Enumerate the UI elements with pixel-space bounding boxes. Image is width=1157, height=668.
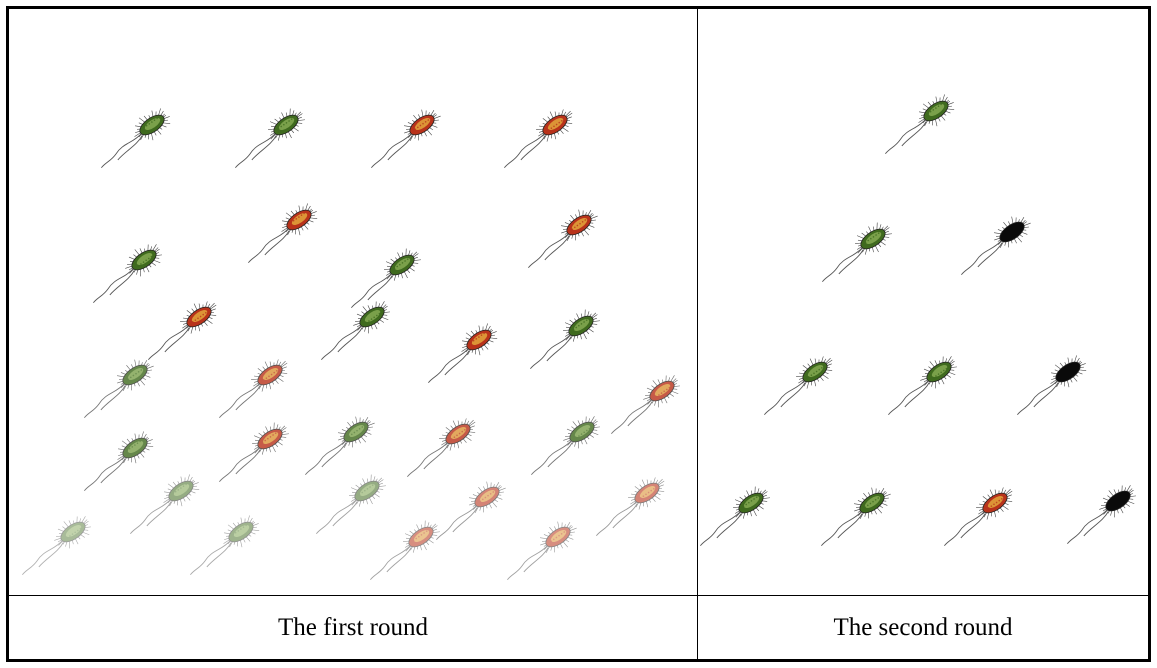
bacterium-green <box>310 295 395 366</box>
bacterium-red <box>396 411 483 483</box>
bacterium-green <box>11 510 96 581</box>
bacterium-green <box>812 217 898 288</box>
bacterium-green <box>73 353 159 425</box>
second-round-panel <box>698 9 1148 595</box>
bacterium-red <box>600 369 685 440</box>
bacterium-red <box>517 203 603 275</box>
bacterium-green <box>82 238 167 309</box>
bacterium-red <box>209 417 295 488</box>
caption-first-round: The first round <box>9 596 697 659</box>
bacterium-green <box>73 426 158 497</box>
caption-second-round: The second round <box>698 596 1148 659</box>
bacterium-green <box>698 481 775 552</box>
first-round-bacteria <box>9 9 697 595</box>
first-round-panel <box>9 9 697 595</box>
bacterium-green <box>225 103 311 174</box>
bacterium-red <box>208 352 295 424</box>
bacterium-green <box>874 89 959 160</box>
bacterium-red <box>496 515 582 587</box>
bacterium-green <box>810 481 896 553</box>
bacterium-red <box>425 475 511 547</box>
bacterium-red <box>137 294 224 366</box>
bacterium-green <box>119 469 204 540</box>
second-round-bacteria <box>698 9 1148 595</box>
bacterium-red <box>493 102 580 174</box>
bacterium-green <box>520 410 605 481</box>
bacterium-green <box>179 510 264 581</box>
bacterium-red <box>585 470 672 542</box>
bacterium-red <box>360 103 446 175</box>
bacterium-green <box>753 349 840 421</box>
bacterium-green <box>520 304 606 375</box>
bacterium-black <box>950 210 1036 282</box>
bacterium-green <box>877 350 962 421</box>
bacterium-red <box>237 198 322 269</box>
bacterium-black <box>1056 479 1141 550</box>
bacterium-black <box>1006 350 1091 421</box>
bacterium-red <box>933 480 1020 552</box>
bacterium-green <box>306 469 392 540</box>
bacterium-green <box>90 103 175 174</box>
bacterium-red <box>417 318 502 389</box>
bacterium-red <box>360 515 446 586</box>
bacterium-green <box>294 410 380 482</box>
